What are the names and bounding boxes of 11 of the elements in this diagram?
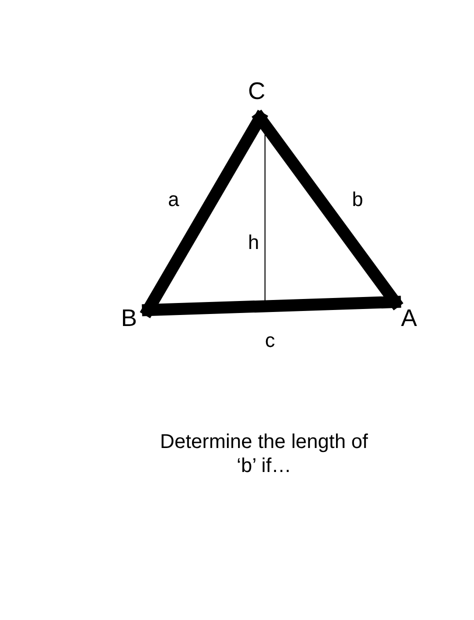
triangle-side <box>142 112 266 316</box>
edge-label: a <box>168 190 180 210</box>
triangle-side <box>254 112 401 308</box>
vertex-label: A <box>401 307 418 331</box>
vertex-label: B <box>121 307 138 331</box>
height-label: h <box>248 233 260 253</box>
triangle-side <box>142 296 401 316</box>
caption: Determine the length of ‘b’ if… <box>159 430 369 478</box>
vertex-label: C <box>248 80 266 104</box>
edge-label: c <box>265 331 275 351</box>
edge-label: b <box>352 190 364 210</box>
